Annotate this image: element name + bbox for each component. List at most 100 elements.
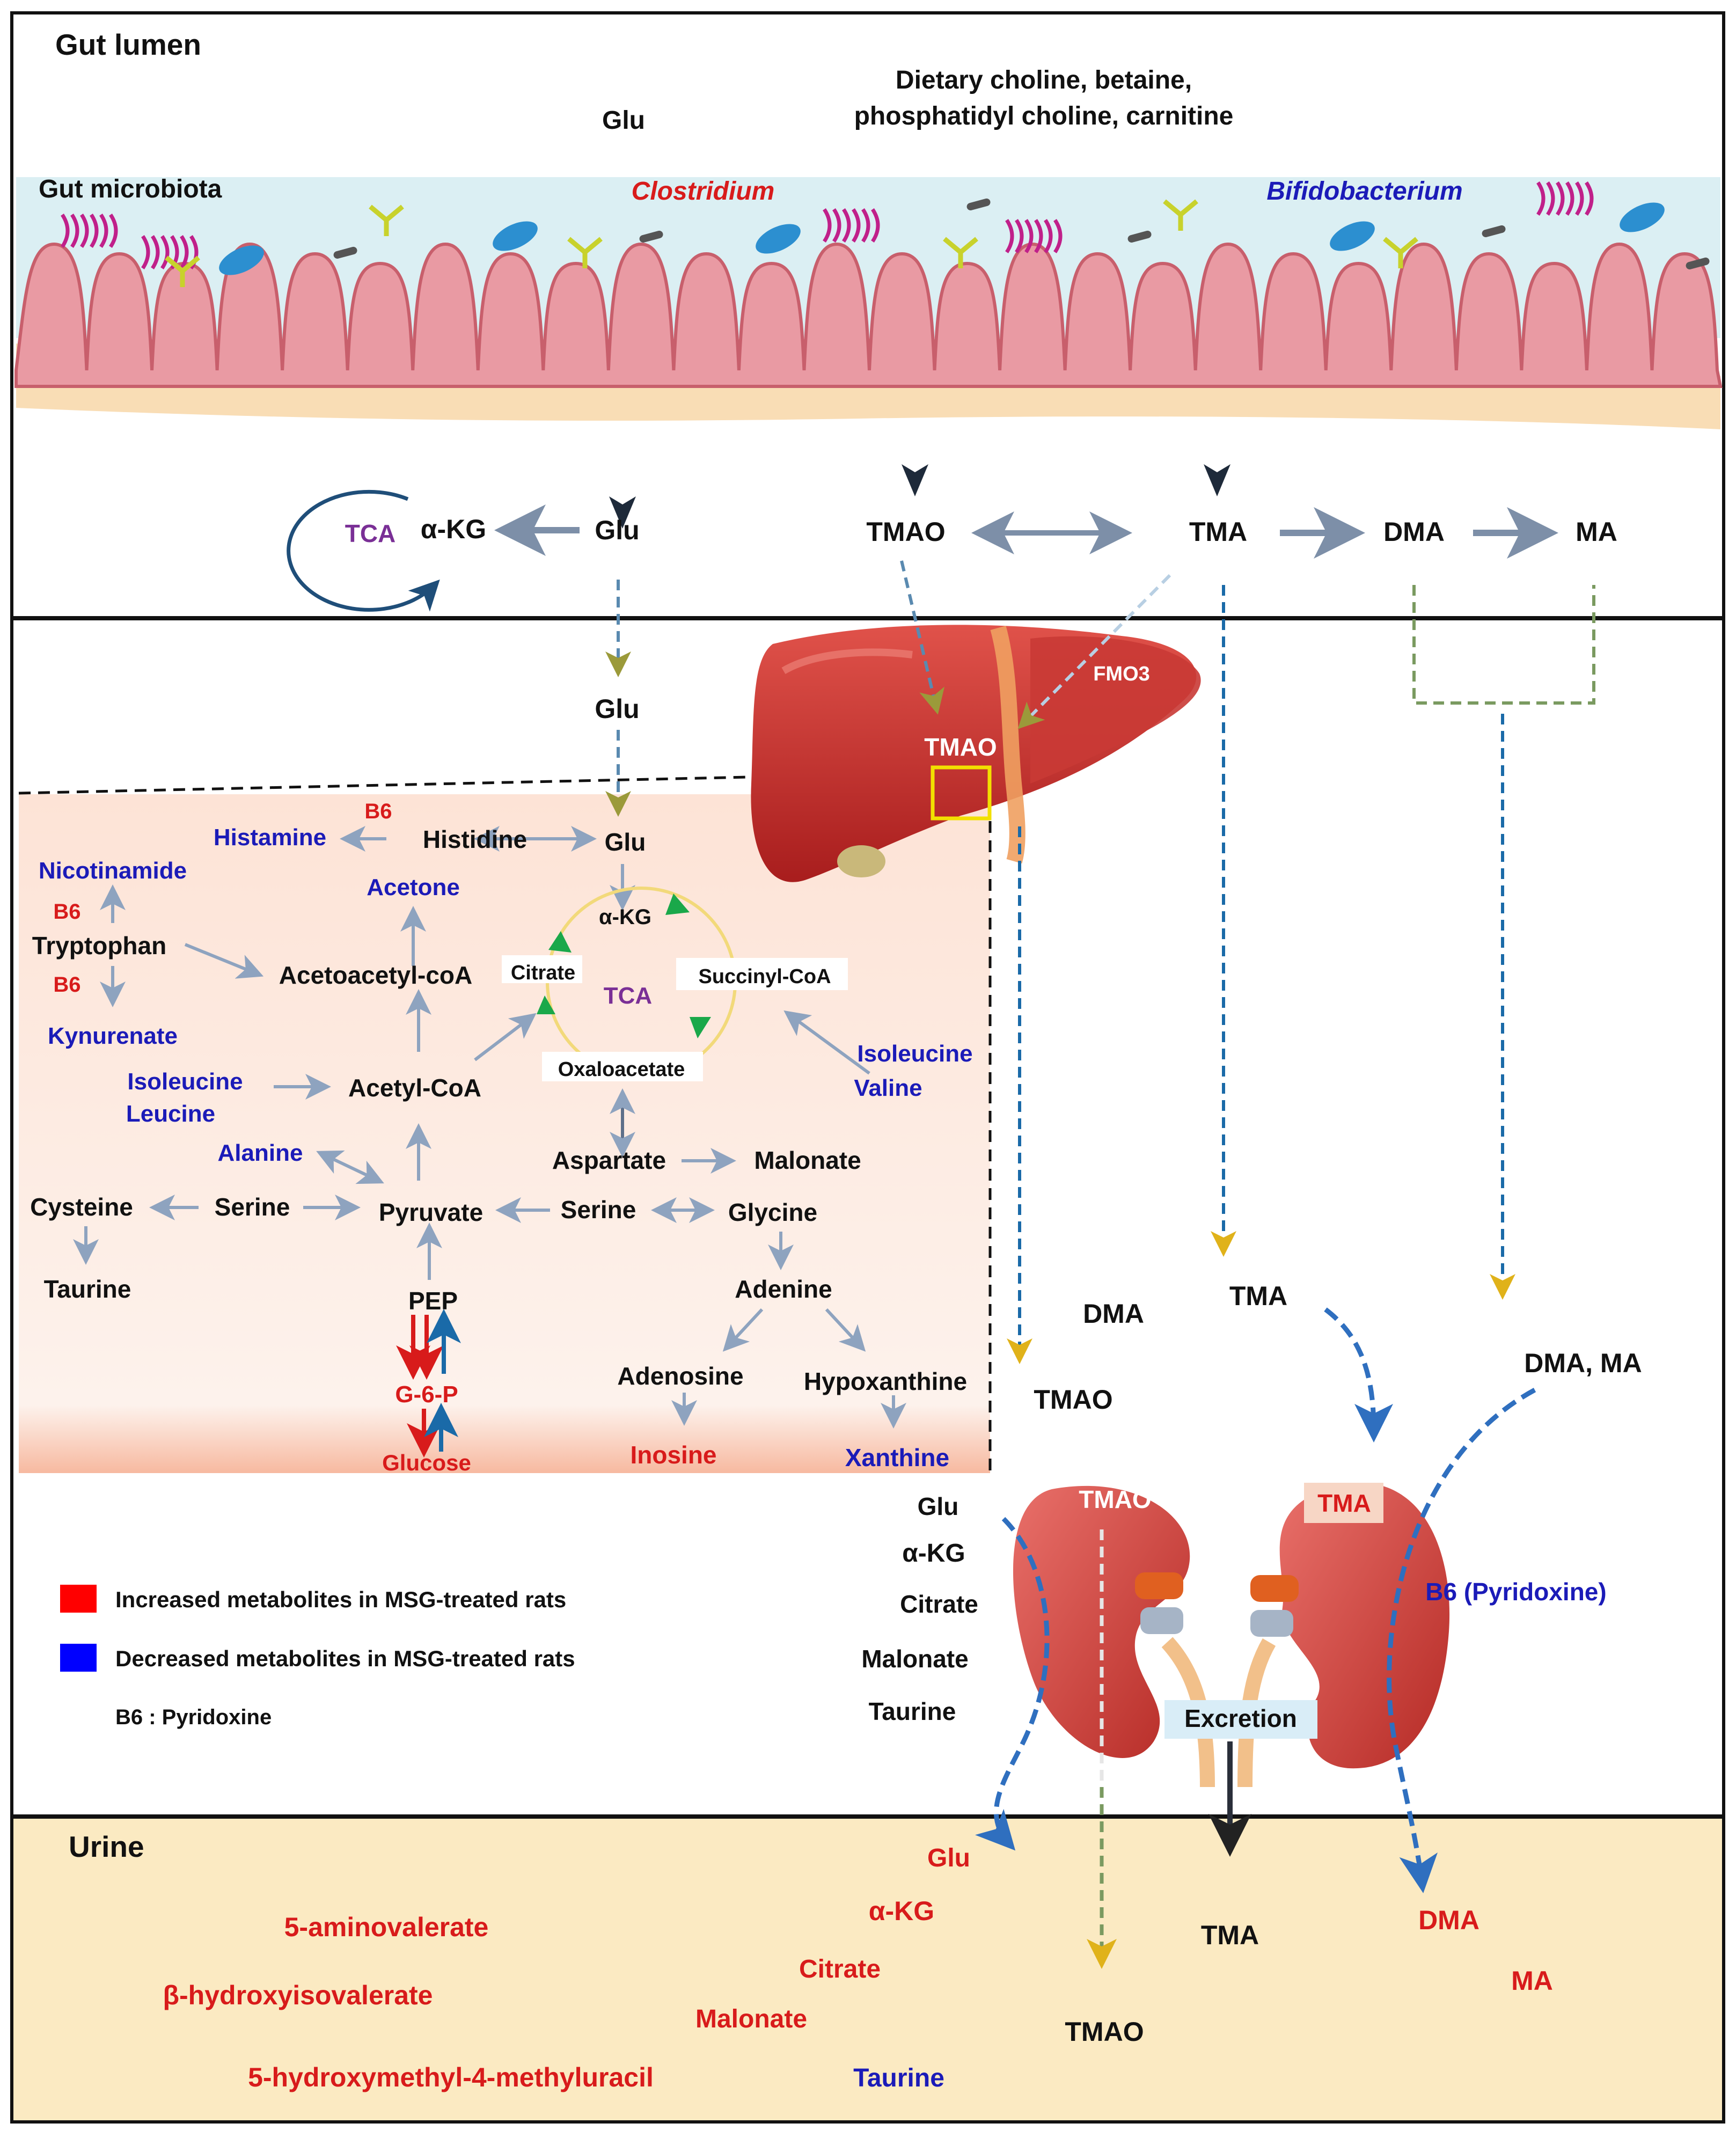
histidine: Histidine bbox=[423, 825, 527, 853]
taurine: Taurine bbox=[44, 1275, 131, 1303]
urine-taurine: Taurine bbox=[853, 2064, 944, 2092]
b6-tryptophan-bottom: B6 bbox=[53, 973, 80, 997]
dietary-sources-line2: phosphatidyl choline, carnitine bbox=[854, 102, 1234, 130]
glycolysis-arrows bbox=[396, 1309, 461, 1458]
excretion-label: Excretion bbox=[1184, 1704, 1297, 1732]
tca-arrow-oxaloacetate bbox=[537, 995, 555, 1014]
urine-citrate: Citrate bbox=[799, 1955, 881, 1983]
urine-glu: Glu bbox=[927, 1844, 970, 1872]
dma-ma-bracket bbox=[1412, 585, 1595, 705]
citrate-box bbox=[502, 955, 582, 983]
dma-ma-to-urine-arrow bbox=[1387, 1388, 1536, 1893]
serine-right: Serine bbox=[561, 1196, 636, 1224]
leucine: Leucine bbox=[126, 1101, 215, 1127]
pyruvate: Pyruvate bbox=[379, 1198, 483, 1226]
gut-microbiota-label: Gut microbiota bbox=[39, 175, 222, 203]
gut-dma: DMA bbox=[1383, 517, 1445, 547]
adenine: Adenine bbox=[735, 1275, 832, 1303]
urine-akg: α-KG bbox=[869, 1896, 934, 1926]
excretion-box bbox=[1164, 1700, 1317, 1739]
acetone: Acetone bbox=[367, 874, 460, 900]
nicotinamide: Nicotinamide bbox=[39, 858, 187, 884]
glucose: Glucose bbox=[382, 1450, 471, 1475]
kidney-tma: TMA bbox=[1317, 1489, 1371, 1517]
b6-tryptophan-top: B6 bbox=[53, 900, 80, 924]
liver-pathway-box bbox=[19, 794, 990, 1473]
legend-increased-label: Increased metabolites in MSG-treated rat… bbox=[115, 1587, 566, 1612]
urine-beta-hydroxyisovalerate: β-hydroxyisovalerate bbox=[163, 1980, 433, 2010]
oxaloacetate: Oxaloacetate bbox=[558, 1058, 685, 1081]
acetyl-coa: Acetyl-CoA bbox=[348, 1074, 481, 1102]
tmao-to-liver-arrow bbox=[900, 560, 945, 715]
kidney-glu-to-urine-arrow bbox=[975, 1517, 1050, 1851]
glycine: Glycine bbox=[728, 1198, 817, 1226]
kidney-tma-box bbox=[1304, 1483, 1383, 1523]
glu-absorption-arrowhead bbox=[609, 496, 636, 529]
tryptophan: Tryptophan bbox=[32, 932, 166, 960]
blood-tmao: TMAO bbox=[1034, 1385, 1112, 1415]
tca-arrow-citrate bbox=[548, 931, 572, 953]
aspartate: Aspartate bbox=[552, 1146, 666, 1174]
tca-label: TCA bbox=[604, 983, 652, 1009]
tca-cycle-loop bbox=[287, 489, 440, 612]
pep: PEP bbox=[408, 1287, 458, 1315]
legend-decreased-label: Decreased metabolites in MSG-treated rat… bbox=[115, 1646, 575, 1671]
kidney-malonate: Malonate bbox=[861, 1645, 968, 1673]
gut-tma: TMA bbox=[1189, 517, 1247, 547]
legend-decreased-swatch bbox=[60, 1644, 97, 1672]
blood-dma: DMA bbox=[1083, 1299, 1144, 1329]
pathway-arrows bbox=[73, 826, 906, 1429]
serine-left: Serine bbox=[215, 1193, 290, 1221]
succinyl-box bbox=[676, 958, 848, 990]
urine-dma: DMA bbox=[1418, 1905, 1479, 1935]
citrate: Citrate bbox=[511, 962, 575, 984]
isoleucine-left: Isoleucine bbox=[127, 1068, 243, 1095]
urine-5-aminovalerate: 5-aminovalerate bbox=[284, 1912, 489, 1942]
kidney-akg: α-KG bbox=[902, 1539, 965, 1568]
microbes bbox=[61, 181, 1710, 287]
urine-label: Urine bbox=[69, 1830, 144, 1863]
clostridium-label: Clostridium bbox=[632, 177, 775, 206]
legend-increased-swatch bbox=[60, 1585, 97, 1613]
inosine: Inosine bbox=[630, 1441, 716, 1469]
gut-tca-label: TCA bbox=[345, 519, 396, 547]
bifidobacterium-label: Bifidobacterium bbox=[1266, 177, 1462, 206]
isoleucine-right: Isoleucine bbox=[857, 1041, 972, 1067]
legend-b6-note: B6 : Pyridoxine bbox=[115, 1705, 272, 1729]
malonate: Malonate bbox=[754, 1146, 861, 1174]
pathway-glu: Glu bbox=[605, 828, 646, 856]
intestinal-villi bbox=[14, 242, 1723, 388]
gut-tmao: TMAO bbox=[866, 517, 945, 547]
hypoxanthine: Hypoxanthine bbox=[804, 1367, 967, 1395]
dietary-to-tma-arrowhead bbox=[1204, 464, 1230, 496]
kidney-b6-pyridoxine: B6 (Pyridoxine) bbox=[1425, 1578, 1606, 1606]
tca-arrow-akg bbox=[665, 894, 690, 915]
gut-akg: α-KG bbox=[421, 514, 486, 544]
kynurenate: Kynurenate bbox=[48, 1023, 178, 1049]
histamine: Histamine bbox=[214, 824, 326, 851]
adenosine: Adenosine bbox=[617, 1362, 743, 1390]
gut-glu: Glu bbox=[595, 515, 639, 545]
gut-glu-input: Glu bbox=[602, 106, 645, 135]
valine: Valine bbox=[854, 1075, 922, 1101]
xanthine: Xanthine bbox=[845, 1444, 949, 1471]
acetoacetyl-coa: Acetoacetyl-coA bbox=[279, 961, 472, 989]
kidney-citrate: Citrate bbox=[900, 1590, 978, 1618]
tca-arrow-succinyl bbox=[690, 1017, 711, 1038]
kidney-glu: Glu bbox=[918, 1492, 959, 1520]
g6p: G-6-P bbox=[395, 1381, 458, 1408]
succinyl-coa: Succinyl-CoA bbox=[698, 965, 831, 988]
gut-ma: MA bbox=[1576, 517, 1617, 547]
alanine: Alanine bbox=[218, 1140, 303, 1166]
urine-tmao: TMAO bbox=[1065, 2017, 1144, 2047]
kidney-taurine: Taurine bbox=[869, 1697, 956, 1725]
gut-lumen-label: Gut lumen bbox=[55, 28, 201, 61]
liver-tmao: TMAO bbox=[924, 733, 997, 761]
urine-ma: MA bbox=[1511, 1966, 1553, 1996]
oxaloacetate-box bbox=[542, 1052, 703, 1081]
dietary-sources-line1: Dietary choline, betaine, bbox=[896, 66, 1192, 94]
blood-dma-ma: DMA, MA bbox=[1524, 1348, 1642, 1378]
dietary-to-tmao-arrowhead bbox=[902, 464, 928, 496]
tca-akg: α-KG bbox=[599, 905, 651, 929]
